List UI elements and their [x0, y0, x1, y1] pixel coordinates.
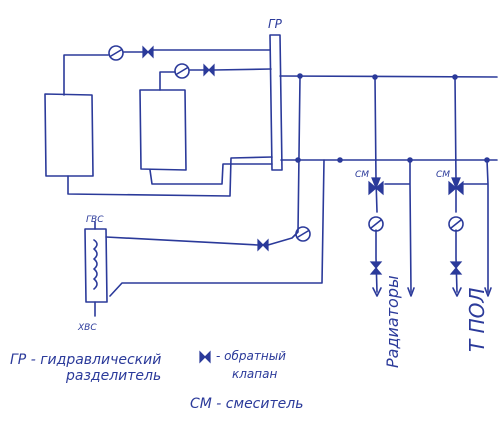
pipe-boiler-left-return	[67, 156, 273, 197]
check-valve-boiler-left	[142, 45, 154, 59]
pump-radiators	[368, 216, 384, 232]
legend-gr-line2: разделитель	[65, 368, 161, 384]
dhw-tank	[84, 228, 108, 303]
check-valve-radiators	[369, 261, 383, 275]
pump-underfloor	[448, 216, 464, 232]
check-valve-boiler-middle	[203, 63, 215, 77]
pipe-dhw-return	[109, 159, 325, 297]
hydraulic-separator	[269, 34, 283, 171]
legend-valve-line1: - обратный	[216, 349, 286, 363]
supply-header	[279, 75, 498, 78]
check-valve-dhw	[257, 238, 269, 252]
pump-boiler-left	[108, 45, 124, 61]
pipe-radiator-return	[384, 159, 412, 293]
check-valve-underfloor	[449, 261, 463, 275]
pipe-boiler-middle-return	[149, 163, 273, 185]
label-cm-left: СМ	[355, 170, 369, 180]
legend-check-valve-icon	[199, 350, 211, 364]
pipe-underfloor-return	[463, 159, 489, 293]
dhw-coil	[93, 239, 98, 290]
boiler-middle	[139, 89, 187, 171]
label-tpol: Т ПОЛ	[465, 288, 489, 352]
label-hvs: ХВС	[77, 323, 97, 333]
pipe-dhw-supply	[105, 76, 301, 246]
label-gr: ГР	[268, 17, 283, 31]
boiler-left	[44, 93, 94, 177]
pipe-boiler-middle-supply	[159, 68, 272, 91]
legend-cm-line: СМ - смеситель	[190, 396, 303, 412]
legend-gr-line1: ГР - гидравлический	[10, 352, 161, 368]
pump-dhw	[295, 226, 311, 242]
label-gvs: ГВС	[86, 215, 104, 225]
label-radiators: Радиаторы	[383, 275, 402, 368]
label-cm-right: СМ	[436, 170, 450, 180]
pipe-boiler-left-supply	[63, 49, 271, 96]
legend-valve-line2: клапан	[232, 367, 277, 381]
pump-boiler-middle	[174, 63, 190, 79]
